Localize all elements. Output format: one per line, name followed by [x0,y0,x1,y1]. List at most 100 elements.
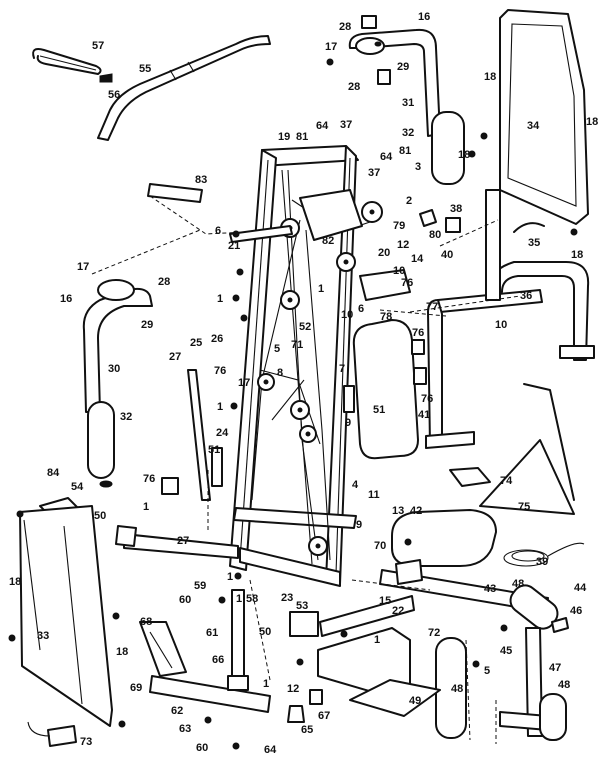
callout-40: 40 [441,249,453,261]
callout-18-c: 18 [458,149,470,161]
block-76-c-part [413,367,427,385]
callout-12-a: 12 [397,239,409,251]
callout-68: 68 [140,616,152,628]
callout-60-a: 60 [179,594,191,606]
callout-15: 15 [379,595,391,607]
callout-5-b: 5 [484,665,490,677]
callout-13: 13 [392,505,404,517]
callout-30: 30 [108,363,120,375]
callout-59: 59 [194,580,206,592]
callout-24: 24 [216,427,229,439]
callout-52: 52 [299,321,311,333]
washer-54-part [99,480,113,488]
spring-part [287,705,305,723]
callout-9-a: 9 [345,417,351,429]
base-frame-part [115,525,415,637]
callout-76-b: 76 [401,277,413,289]
callout-63: 63 [179,723,191,735]
upper-arm-left-part [82,279,153,479]
callout-64-a: 64 [316,120,329,132]
callout-82: 82 [322,235,334,247]
callout-11: 11 [368,489,380,501]
callout-78: 78 [380,311,392,323]
callout-51-b: 51 [373,404,385,416]
callout-1-c: 1 [227,571,233,583]
callout-70: 70 [374,540,386,552]
callout-41: 41 [418,409,430,421]
callout-14: 14 [411,253,424,265]
callout-7: 7 [339,363,345,375]
callout-17-c: 17 [238,377,250,389]
rod-21-part [229,225,293,243]
callout-48-c: 48 [558,679,570,691]
callout-46: 46 [570,605,582,617]
callout-25: 25 [190,337,202,349]
bushing-part [377,69,391,85]
callout-77: 77 [426,301,438,313]
callout-26: 26 [211,333,223,345]
callout-56: 56 [108,89,120,101]
callout-81-a: 81 [296,131,308,143]
knob-67-part [309,689,323,705]
callout-67: 67 [318,710,330,722]
callout-17-a: 17 [325,41,337,53]
callout-32-a: 32 [402,127,414,139]
callout-71: 71 [291,339,303,351]
callout-27-a: 27 [169,351,181,363]
callout-51-a: 51 [208,444,220,456]
callout-47: 47 [549,662,561,674]
callout-21: 21 [228,240,240,252]
callout-48-a: 48 [512,578,524,590]
foot-plate-part [139,621,271,713]
roller-lower-right-part [539,693,567,741]
block-51-left-part [211,447,223,487]
callout-72: 72 [428,627,440,639]
clip-part [99,73,113,83]
upper-arm-right-part [348,28,441,137]
callout-75: 75 [518,501,530,513]
seat-frame-part [425,189,595,449]
callout-18-e: 18 [9,576,21,588]
cable-coil-part [503,542,585,567]
side-shroud-part [19,497,113,727]
callout-10-b: 10 [341,309,353,321]
callout-16-a: 16 [418,11,430,23]
bracket-35-part [513,222,545,233]
callout-74: 74 [500,475,513,487]
clip-46-part [551,617,569,633]
callout-19: 19 [278,131,290,143]
backboard-frame-part [499,9,589,225]
callout-16-b: 16 [60,293,72,305]
callout-34: 34 [527,120,540,132]
main-tower-frame-part [229,145,359,585]
triangle-75-part [479,439,575,515]
callout-37-b: 37 [368,167,380,179]
callout-45: 45 [500,645,512,657]
callout-1-d: 1 [374,634,380,646]
callout-31: 31 [402,97,414,109]
callout-18-d: 18 [571,249,583,261]
block-76-a-part [161,477,179,495]
callout-49: 49 [409,695,421,707]
callout-80: 80 [429,229,441,241]
spacer-80-part [419,209,437,227]
callout-76-d: 76 [421,393,433,405]
callout-37-a: 37 [340,119,352,131]
assembly-dashed-lines [91,195,521,744]
callout-81-b: 81 [399,145,411,157]
callout-73: 73 [80,736,92,748]
callout-18-b: 18 [586,116,598,128]
pad-right-part [431,111,465,185]
callout-60-b: 60 [196,742,208,754]
base-plate-part [317,627,441,717]
callout-22: 22 [392,605,404,617]
callout-35: 35 [528,237,540,249]
callout-44: 44 [574,582,587,594]
pulley-bracket-part [299,189,363,241]
callout-6-a: 6 [215,225,221,237]
callout-12-b: 12 [287,683,299,695]
callout-57: 57 [92,40,104,52]
callout-18-f: 18 [116,646,128,658]
callout-65: 65 [301,724,313,736]
